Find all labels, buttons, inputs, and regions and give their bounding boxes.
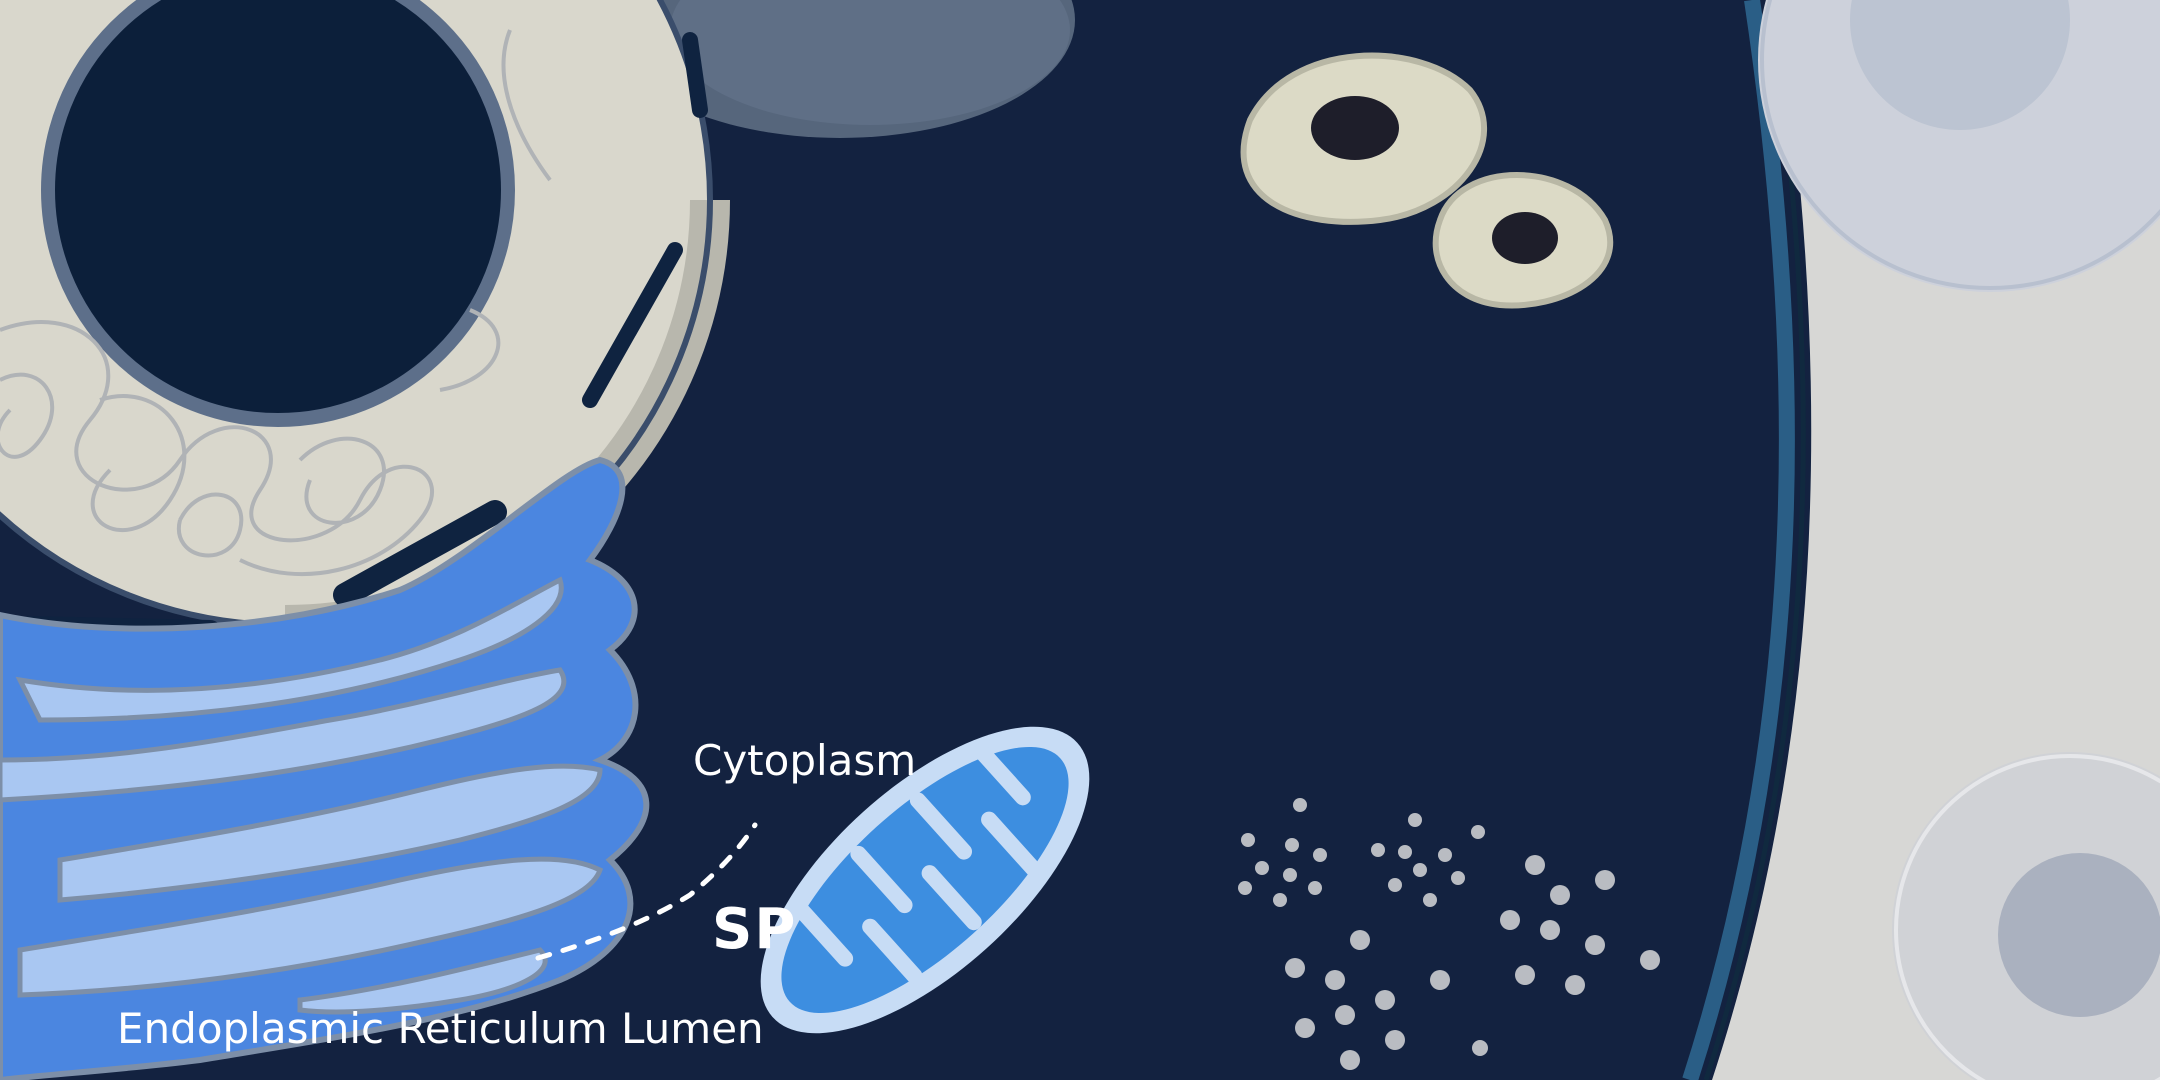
signal-peptide-path	[535, 822, 758, 961]
cytoplasm-label: Cytoplasm	[693, 736, 917, 785]
free-ribosomes	[1238, 798, 1660, 1070]
mitochondrion	[760, 726, 1090, 1034]
golgi-vesicle	[605, 0, 1075, 138]
rough-endoplasmic-reticulum	[0, 456, 650, 1080]
neighbor-cell-top	[1758, 0, 2160, 292]
er-lumen-label: Endoplasmic Reticulum Lumen	[117, 1004, 764, 1053]
signal-peptide-label: SP	[712, 897, 798, 962]
vesicle-small	[1432, 172, 1614, 309]
neighbor-cell-bottom	[1892, 752, 2160, 1080]
vesicle-large	[1240, 52, 1488, 225]
